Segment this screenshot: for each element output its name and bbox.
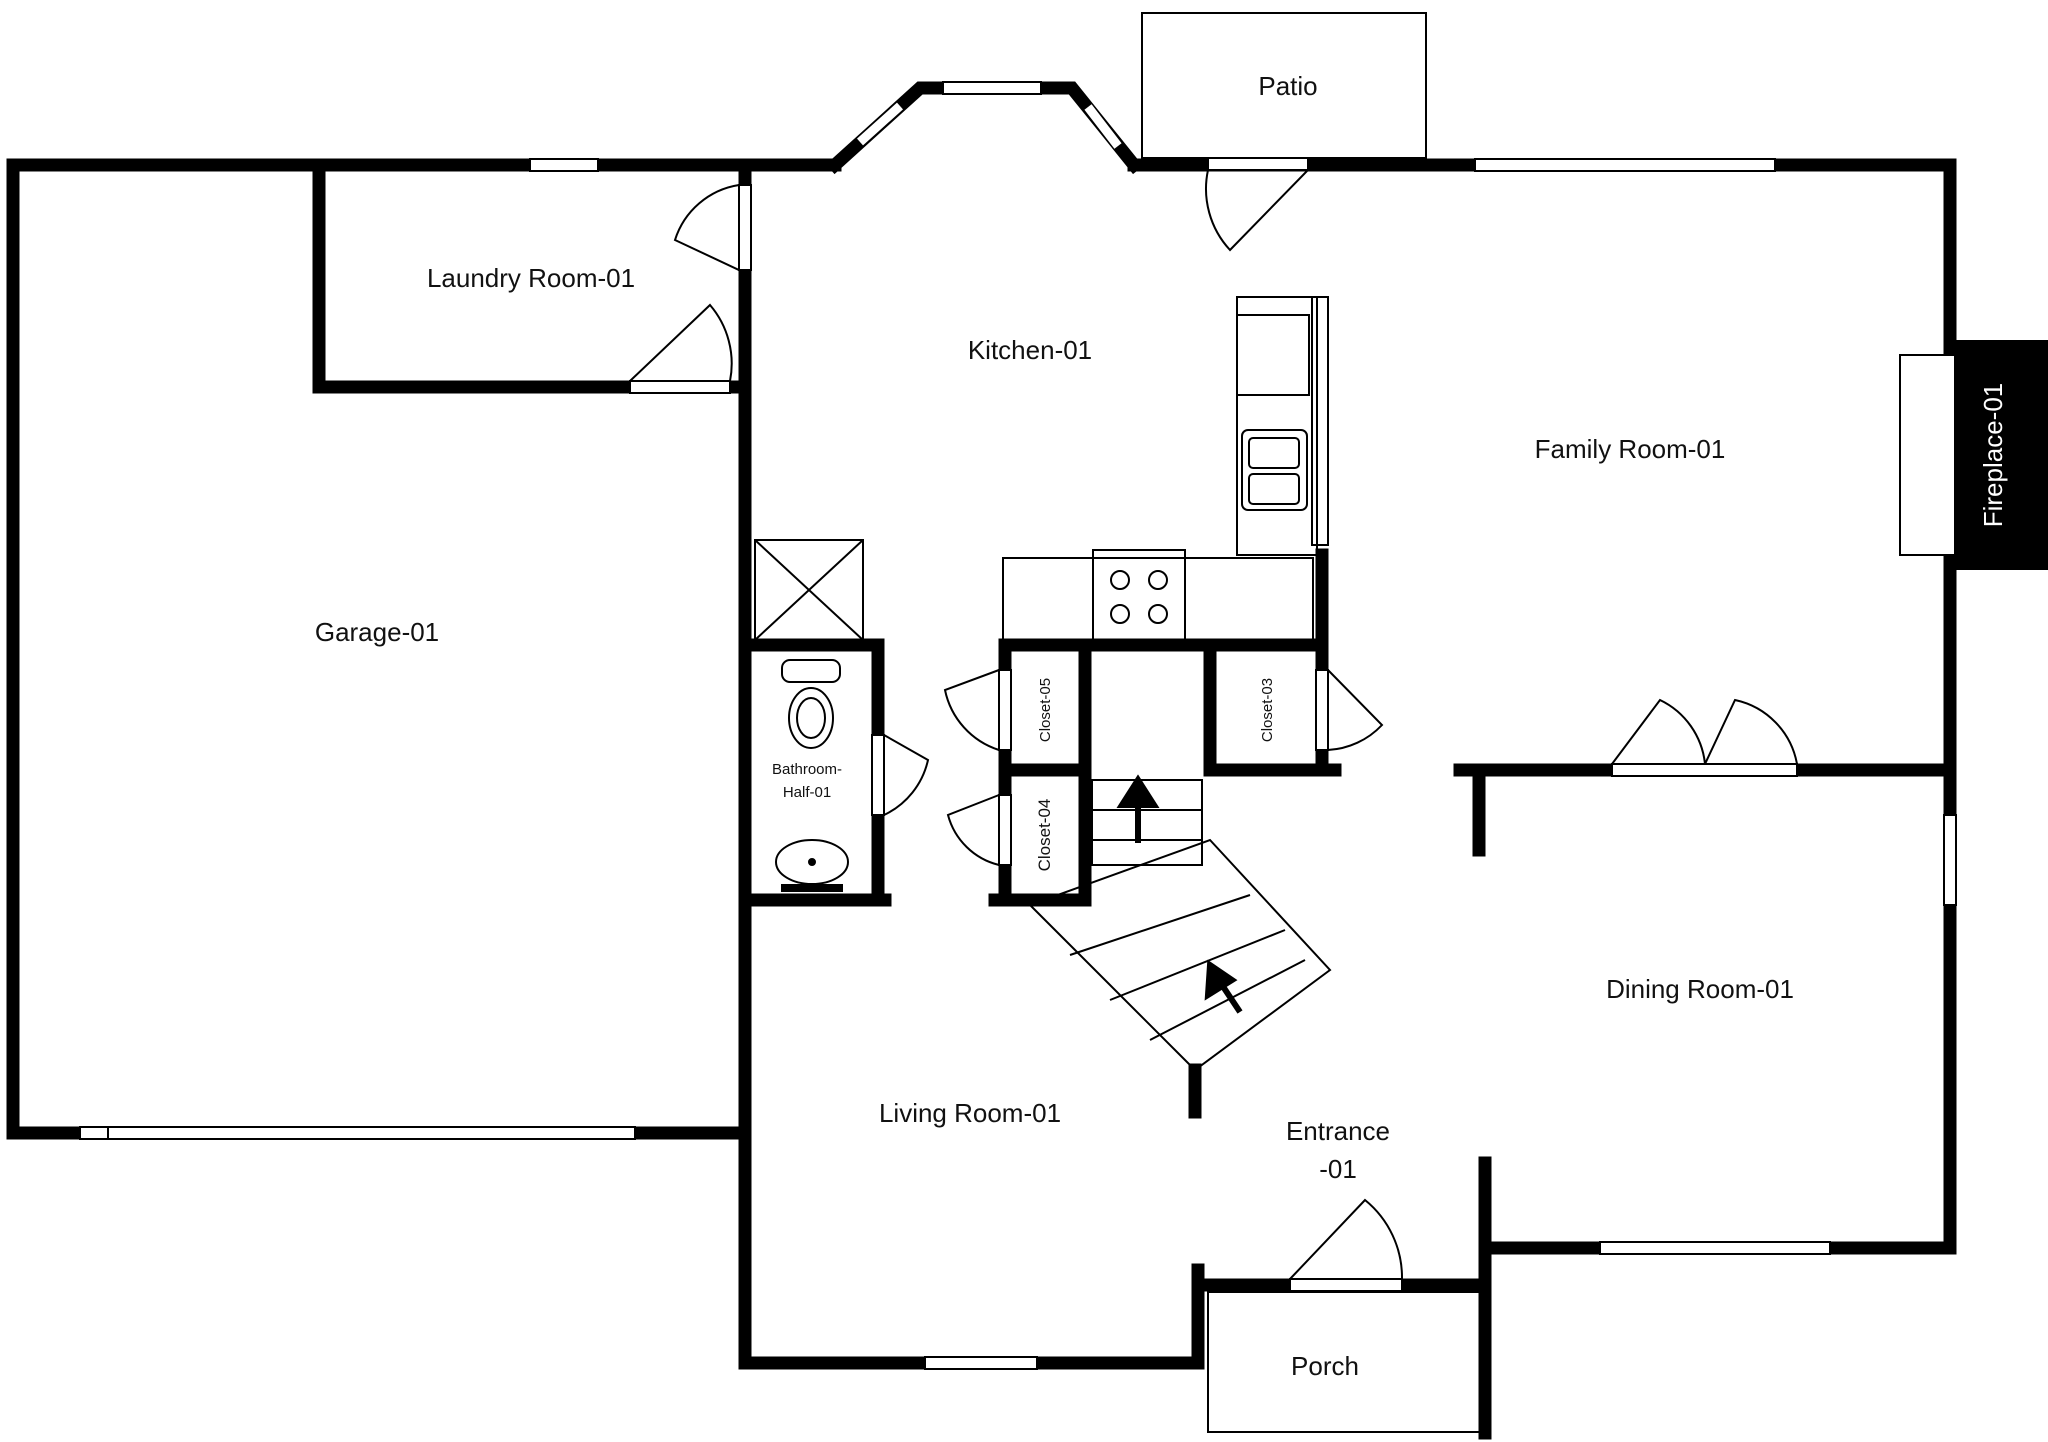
stair-run <box>1028 838 1332 1072</box>
counter-edge <box>1311 296 1329 546</box>
door-frame <box>738 184 752 271</box>
label-patio: Patio <box>1258 71 1317 101</box>
label-bathroom-line1: Bathroom- <box>772 761 842 778</box>
stair-tread <box>1069 894 1251 956</box>
garage-door-icon <box>79 1126 636 1140</box>
stair-arrow-icon <box>1204 959 1243 1014</box>
label-porch: Porch <box>1291 1351 1359 1381</box>
windows <box>79 81 1957 1370</box>
burner-icon <box>1148 570 1168 590</box>
door-swing-icon <box>627 303 733 382</box>
sink-icon <box>1241 429 1308 511</box>
door-swing-icon <box>943 669 1000 751</box>
stair-tread <box>1109 929 1286 1001</box>
door-swing-icon <box>946 794 1000 866</box>
kitchen-fixtures <box>1002 296 1329 641</box>
shower-icon <box>754 539 864 641</box>
door-swing-icon <box>673 184 740 272</box>
label-fireplace: Fireplace-01 <box>1978 383 2008 528</box>
door-swing-icon <box>1205 169 1311 252</box>
burner-icon <box>1148 604 1168 624</box>
fireplace-box <box>1955 340 2048 570</box>
label-entrance-line1: Entrance <box>1286 1116 1390 1146</box>
walls <box>6 81 1957 1440</box>
stair-landing <box>1091 779 1203 866</box>
door-frame <box>1207 157 1309 171</box>
door-swing-icon <box>1289 1198 1404 1280</box>
doors <box>627 157 1798 1292</box>
window-icon <box>1599 1241 1831 1255</box>
stairs <box>1028 779 1332 1072</box>
stove-icon <box>1092 549 1186 641</box>
label-kitchen: Kitchen-01 <box>968 335 1092 365</box>
label-entrance-line2: -01 <box>1319 1154 1357 1184</box>
label-garage: Garage-01 <box>315 617 439 647</box>
door-frame <box>871 734 885 816</box>
door-swing-icon <box>1704 698 1798 765</box>
window-icon <box>924 1356 1038 1370</box>
door-swing-icon <box>883 734 930 816</box>
window-icon <box>856 102 904 146</box>
label-bathroom-line2: Half-01 <box>783 784 831 801</box>
door-frame <box>998 669 1012 751</box>
door-frame <box>1289 1278 1403 1292</box>
stair-arrow-icon <box>1116 774 1160 843</box>
label-dining-room: Dining Room-01 <box>1606 974 1794 1004</box>
hearth <box>1899 354 1956 556</box>
door-frame <box>998 794 1012 866</box>
window-icon <box>942 81 1042 95</box>
window-icon <box>1474 158 1776 172</box>
label-closet-04: Closet-04 <box>1035 799 1054 872</box>
door-swing-icon <box>1611 698 1706 765</box>
label-living-room: Living Room-01 <box>879 1098 1061 1128</box>
window-icon <box>529 158 599 172</box>
label-laundry-room: Laundry Room-01 <box>427 263 635 293</box>
label-family-room: Family Room-01 <box>1535 434 1726 464</box>
burner-icon <box>1110 570 1130 590</box>
fridge-icon <box>1236 314 1310 396</box>
window-icon <box>1084 104 1122 149</box>
toilet-icon <box>781 659 841 749</box>
door-frame <box>1315 669 1329 751</box>
sink-basin <box>1248 473 1300 505</box>
label-closet-05: Closet-05 <box>1037 678 1054 742</box>
door-swing-icon <box>1327 669 1384 751</box>
sink-icon <box>775 839 849 892</box>
window-icon <box>1943 814 1957 906</box>
burner-icon <box>1110 604 1130 624</box>
bay-windows <box>856 102 1122 149</box>
label-closet-03: Closet-03 <box>1259 678 1276 742</box>
door-frame <box>629 380 731 394</box>
sink-basin <box>1248 437 1300 469</box>
window-icon <box>1611 763 1798 777</box>
stair-tread <box>1149 959 1306 1041</box>
kitchen-counter <box>1236 296 1318 556</box>
